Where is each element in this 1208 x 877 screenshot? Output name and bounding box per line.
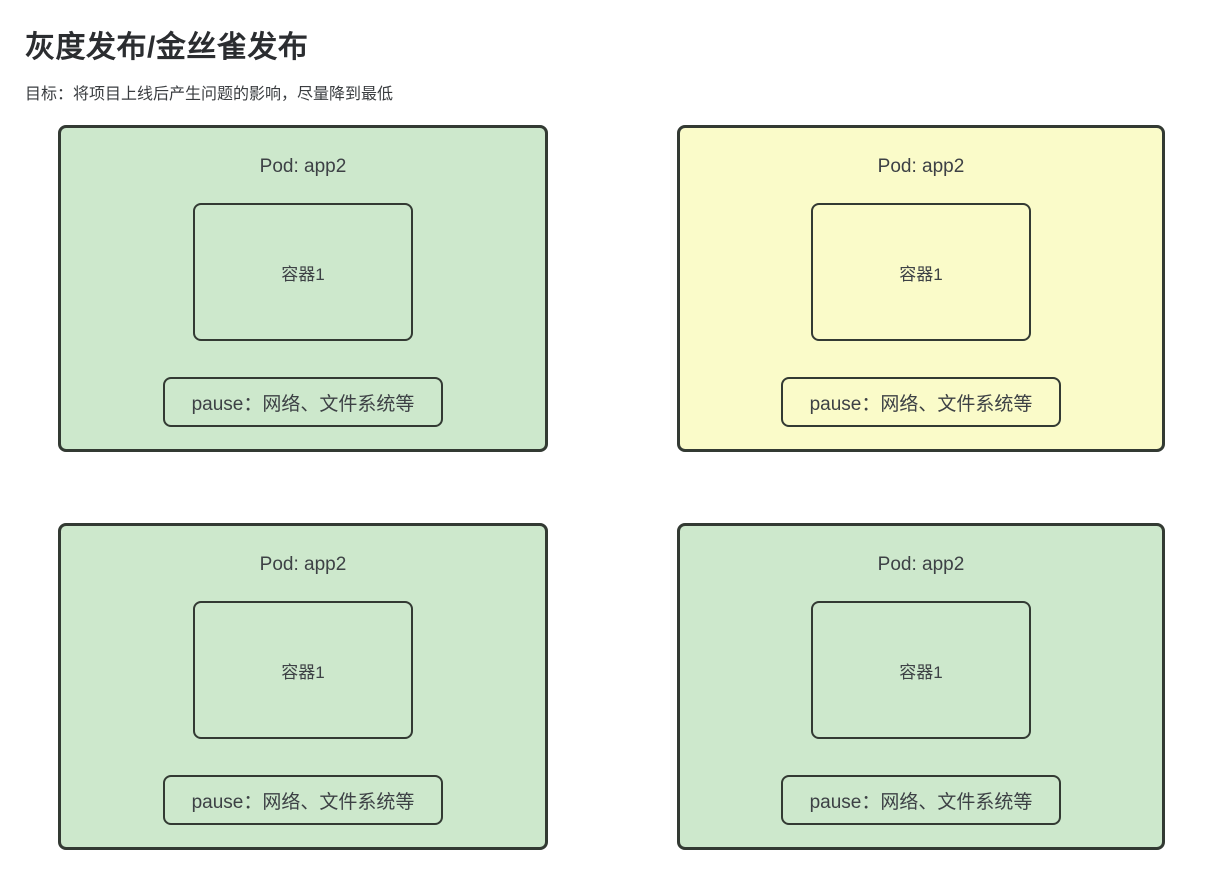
pod-label: Pod: app2 <box>259 156 347 177</box>
container-label: 容器1 <box>899 662 943 682</box>
pause-label: pause：网络、文件系统等 <box>191 791 415 813</box>
pause-box: pause：网络、文件系统等 <box>781 377 1061 427</box>
pause-box: pause：网络、文件系统等 <box>781 775 1061 825</box>
page-title: 灰度发布/金丝雀发布 <box>25 31 309 64</box>
container-box: 容器1 <box>193 601 413 739</box>
pause-box: pause：网络、文件系统等 <box>163 775 443 825</box>
pause-label: pause：网络、文件系统等 <box>809 791 1033 813</box>
container-label: 容器1 <box>281 264 325 284</box>
container-box: 容器1 <box>811 203 1031 341</box>
pod-grid: Pod: app2 容器1 pause：网络、文件系统等 Pod: app2 容… <box>58 125 1165 850</box>
pod-label: Pod: app2 <box>877 554 965 575</box>
pod-card-bottom-right: Pod: app2 容器1 pause：网络、文件系统等 <box>677 523 1165 850</box>
pod-card-top-left: Pod: app2 容器1 pause：网络、文件系统等 <box>58 125 548 452</box>
pause-box: pause：网络、文件系统等 <box>163 377 443 427</box>
pod-label: Pod: app2 <box>877 156 965 177</box>
page-header: 灰度发布/金丝雀发布 目标：将项目上线后产生问题的影响，尽量降到最低 <box>0 0 1208 104</box>
container-box: 容器1 <box>811 601 1031 739</box>
container-label: 容器1 <box>899 264 943 284</box>
pod-card-top-right: Pod: app2 容器1 pause：网络、文件系统等 <box>677 125 1165 452</box>
page-subtitle: 目标：将项目上线后产生问题的影响，尽量降到最低 <box>25 86 394 103</box>
container-label: 容器1 <box>281 662 325 682</box>
pod-card-bottom-left: Pod: app2 容器1 pause：网络、文件系统等 <box>58 523 548 850</box>
pod-label: Pod: app2 <box>259 554 347 575</box>
container-box: 容器1 <box>193 203 413 341</box>
pause-label: pause：网络、文件系统等 <box>809 393 1033 415</box>
pause-label: pause：网络、文件系统等 <box>191 393 415 415</box>
